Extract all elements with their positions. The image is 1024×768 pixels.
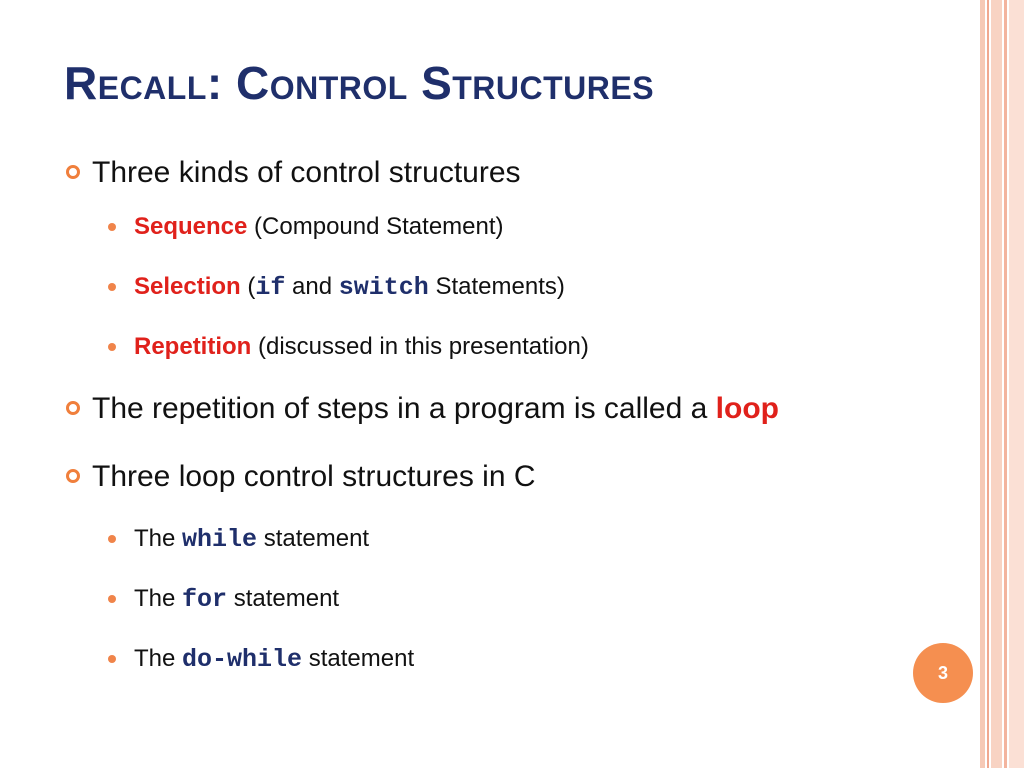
bullet-text: statement bbox=[302, 645, 415, 672]
bullet-level2: The while statement bbox=[66, 522, 966, 556]
bullet-text: The bbox=[134, 585, 183, 612]
bullet-text: ( bbox=[240, 273, 256, 300]
bullet-level2: Sequence (Compound Statement) bbox=[66, 210, 966, 244]
bullet-level2: The for statement bbox=[66, 582, 966, 616]
bullet-text: The bbox=[134, 645, 183, 672]
dot-bullet-icon bbox=[108, 343, 116, 351]
dot-bullet-icon bbox=[108, 535, 116, 543]
dot-bullet-icon bbox=[108, 283, 116, 291]
stripe bbox=[1009, 0, 1024, 768]
bullet-level2: Repetition (discussed in this presentati… bbox=[66, 330, 966, 364]
bullet-text: Statements) bbox=[428, 273, 565, 300]
page-number-badge: 3 bbox=[913, 643, 973, 703]
ring-bullet-icon bbox=[66, 401, 80, 415]
bullet-level1: Three kinds of control structures bbox=[66, 150, 966, 196]
bullet-keyword: Selection bbox=[134, 273, 241, 300]
dot-bullet-icon bbox=[108, 655, 116, 663]
bullet-keyword: Sequence bbox=[134, 213, 248, 240]
bullet-text: statement bbox=[227, 585, 340, 612]
bullet-level1: Three loop control structures in C bbox=[66, 454, 966, 500]
bullet-text: Three loop control structures in C bbox=[92, 460, 536, 493]
code-keyword: switch bbox=[338, 273, 429, 302]
code-keyword: while bbox=[182, 525, 258, 554]
code-keyword: for bbox=[182, 585, 228, 614]
code-keyword: if bbox=[255, 273, 286, 302]
bullet-level2: Selection (if and switch Statements) bbox=[66, 270, 966, 304]
bullet-text: The repetition of steps in a program is … bbox=[92, 392, 716, 425]
bullet-keyword: loop bbox=[715, 392, 779, 425]
slide-body: Three kinds of control structures Sequen… bbox=[66, 150, 966, 676]
stripe bbox=[980, 0, 985, 768]
dot-bullet-icon bbox=[108, 223, 116, 231]
bullet-level2: The do-while statement bbox=[66, 642, 966, 676]
ring-bullet-icon bbox=[66, 469, 80, 483]
stripe bbox=[987, 0, 989, 768]
slide-title: Recall: Control Structures bbox=[64, 57, 655, 109]
bullet-level1: The repetition of steps in a program is … bbox=[66, 386, 966, 432]
bullet-text: Three kinds of control structures bbox=[92, 156, 521, 189]
ring-bullet-icon bbox=[66, 165, 80, 179]
bullet-text: (discussed in this presentation) bbox=[251, 333, 589, 360]
bullet-keyword: Repetition bbox=[134, 333, 252, 360]
bullet-text: statement bbox=[257, 525, 370, 552]
decorative-side-stripes bbox=[980, 0, 1024, 768]
code-keyword: do-while bbox=[182, 645, 303, 674]
bullet-text: and bbox=[285, 273, 339, 300]
bullet-text: The bbox=[134, 525, 183, 552]
bullet-text: (Compound Statement) bbox=[247, 213, 504, 240]
stripe bbox=[1004, 0, 1007, 768]
dot-bullet-icon bbox=[108, 595, 116, 603]
stripe bbox=[991, 0, 1002, 768]
